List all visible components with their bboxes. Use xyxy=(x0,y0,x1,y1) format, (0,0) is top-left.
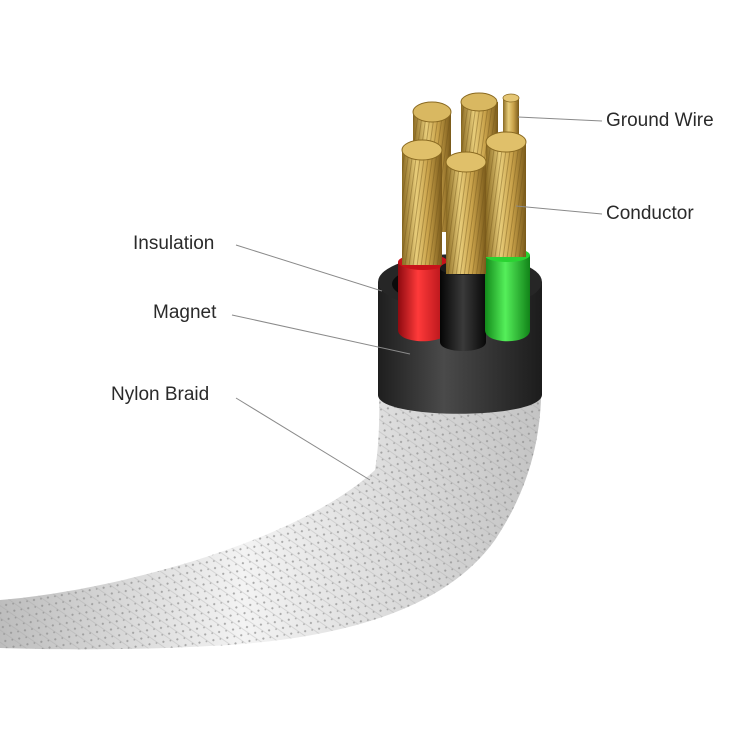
insulation-leader xyxy=(235,244,383,292)
red-insulation xyxy=(398,262,448,342)
magnet-leader xyxy=(231,314,411,355)
leader-lines xyxy=(231,116,603,481)
nylon-braid-cable xyxy=(0,360,542,650)
conductor-label: Conductor xyxy=(606,203,694,224)
copper-conductors xyxy=(401,92,527,274)
conductor-leader xyxy=(515,205,603,215)
ground-wire-leader xyxy=(517,116,603,122)
green-insulation xyxy=(485,255,530,342)
ground-wire-label: Ground Wire xyxy=(606,110,714,131)
nylon-braid-label: Nylon Braid xyxy=(111,384,210,405)
insulation-label: Insulation xyxy=(133,233,215,254)
nylon-braid-leader xyxy=(235,397,371,481)
magnet-label: Magnet xyxy=(153,302,217,323)
black-insulation xyxy=(440,268,486,351)
